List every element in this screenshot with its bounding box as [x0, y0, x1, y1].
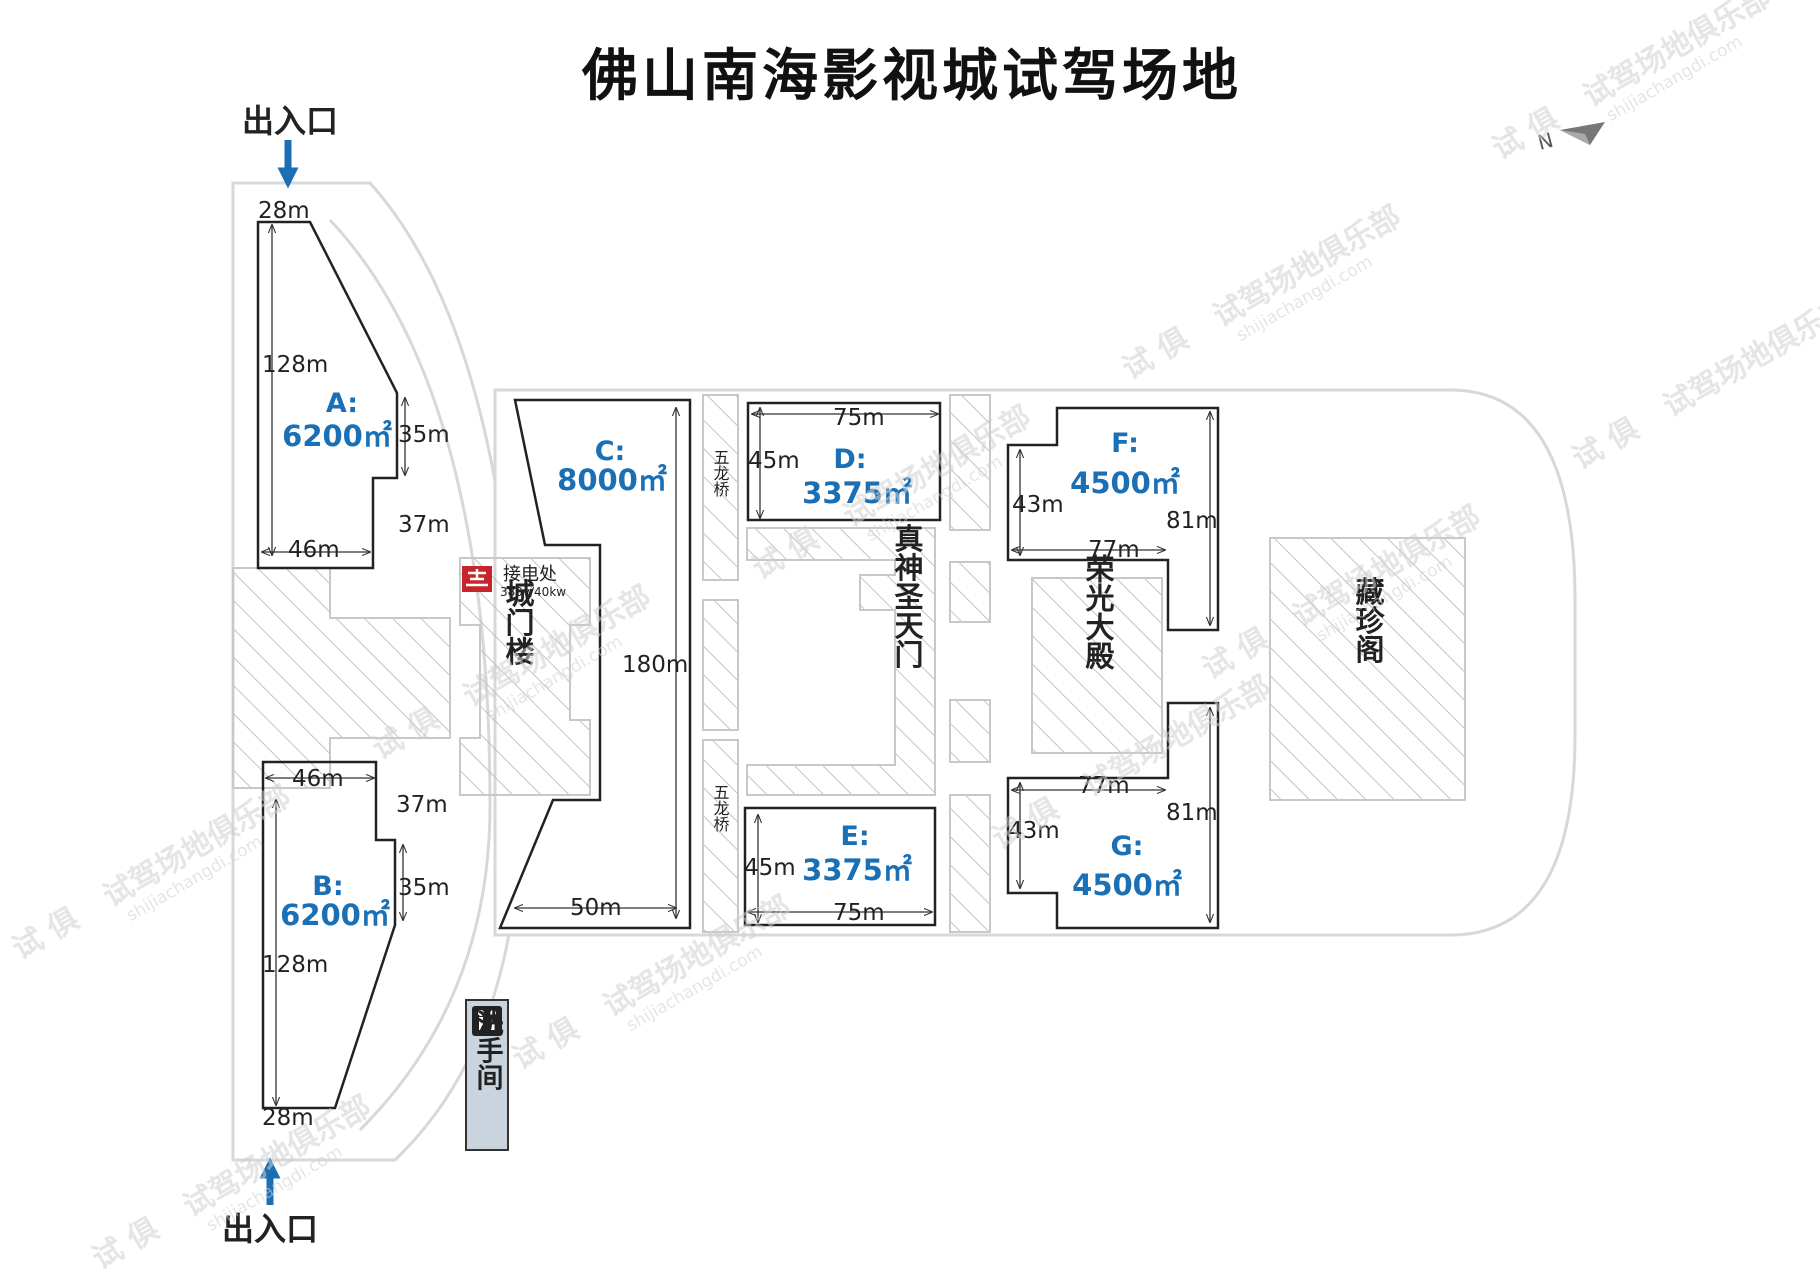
zone-c-dim-length: 180m [622, 652, 688, 678]
watermark-logo: 试 俱 [7, 901, 86, 967]
zone-d-letter: D: [833, 444, 866, 475]
entrance-bottom-label: 出入口 [222, 1210, 318, 1248]
zone-g-letter: G: [1111, 831, 1144, 862]
zone-f-dim-length: 81m [1166, 508, 1218, 534]
entrance-top: 出入口 [242, 102, 338, 189]
entrance-bottom: 出入口 [222, 1157, 318, 1248]
hall-label: 荣光大殿 [1081, 554, 1116, 670]
zone-b-dim-width: 46m [292, 766, 344, 792]
zone-e-dim-width: 75m [833, 900, 885, 926]
bridge-top-label: 五龙桥 [711, 449, 730, 497]
power-label: 接电处 [503, 564, 557, 585]
zone-a-area: 6200㎡ [282, 419, 392, 453]
zone-d-dim-width: 75m [833, 405, 885, 431]
zone-d-outline [746, 401, 942, 522]
zone-f-dim-height: 43m [1012, 492, 1064, 518]
restroom: 洗手间 [465, 999, 509, 1151]
zone-f-outline [1006, 406, 1220, 632]
restroom-label: 洗手间 [472, 1009, 504, 1090]
zone-e-letter: E: [840, 821, 869, 852]
watermark-logo: 试 俱 [1487, 101, 1566, 167]
pavilion-label: 藏珍阁 [1351, 576, 1385, 663]
zone-c-outline [498, 398, 692, 930]
zone-g-outline [1006, 701, 1220, 930]
zone-e-area: 3375㎡ [802, 853, 912, 887]
zone-a-dim-step1: 35m [398, 422, 450, 448]
compass-icon: N [1535, 122, 1605, 155]
zone-outlines [256, 220, 1220, 1110]
zone-f-dim-width: 77m [1088, 537, 1140, 563]
zone-c-letter: C: [595, 436, 626, 467]
zone-b-dim-step1: 35m [398, 875, 450, 901]
compass-north-label: N [1535, 128, 1556, 155]
zone-g-dim-width: 77m [1078, 773, 1130, 799]
watermark-logo: 试 俱 [87, 1211, 166, 1277]
tianmen-label: 真神圣天门 [890, 523, 924, 668]
dimension-lines [262, 225, 1210, 1105]
watermark-logo: 试 俱 [507, 1011, 586, 1077]
zone-d-dim-height: 45m [748, 448, 800, 474]
zone-b-letter: B: [312, 871, 343, 902]
zone-c-dim-width: 50m [570, 895, 622, 921]
watermark-cn: 试驾场地俱乐部 [1207, 199, 1406, 334]
watermark-cn: 试驾场地俱乐部 [1577, 0, 1776, 114]
gate-tower-label: 城门楼 [501, 578, 535, 665]
zone-b-area: 6200㎡ [280, 898, 390, 932]
hatched-buildings [232, 394, 1466, 933]
zone-f-area: 4500㎡ [1070, 466, 1180, 500]
zone-g-dim-height: 43m [1008, 818, 1060, 844]
zone-e-outline [743, 806, 937, 927]
zone-e-dim-height: 45m [744, 855, 796, 881]
zone-f-letter: F: [1111, 428, 1139, 459]
zone-a-dim-top: 28m [258, 198, 310, 224]
zone-c-area: 8000㎡ [557, 463, 667, 497]
zone-a-letter: A: [326, 388, 358, 419]
zone-b-dim-step2: 37m [396, 792, 448, 818]
zone-a-dim-length: 128m [262, 352, 328, 378]
entrance-top-label: 出入口 [242, 102, 338, 140]
zone-a-outline [256, 220, 399, 570]
zone-g-area: 4500㎡ [1072, 868, 1182, 902]
zone-g-dim-length: 81m [1166, 800, 1218, 826]
zone-a-dim-width: 46m [288, 537, 340, 563]
power-spec: 380v/40kw [500, 585, 566, 599]
watermark-cn: 试驾场地俱乐部 [1657, 289, 1820, 424]
zone-b-outline [261, 760, 397, 1110]
bridge-bottom-label: 五龙桥 [711, 784, 730, 832]
zone-d-area: 3375㎡ [802, 476, 912, 510]
watermark-logo: 试 俱 [1567, 411, 1646, 477]
page-title: 佛山南海影视城试驾场地 [581, 44, 1242, 109]
zone-b-dim-length: 128m [262, 952, 328, 978]
zone-a-dim-step2: 37m [398, 512, 450, 538]
power-point: 接电处 380v/40kw [462, 564, 566, 599]
zone-b-dim-bottom: 28m [262, 1105, 314, 1131]
watermark-logo: 试 俱 [1117, 321, 1196, 387]
